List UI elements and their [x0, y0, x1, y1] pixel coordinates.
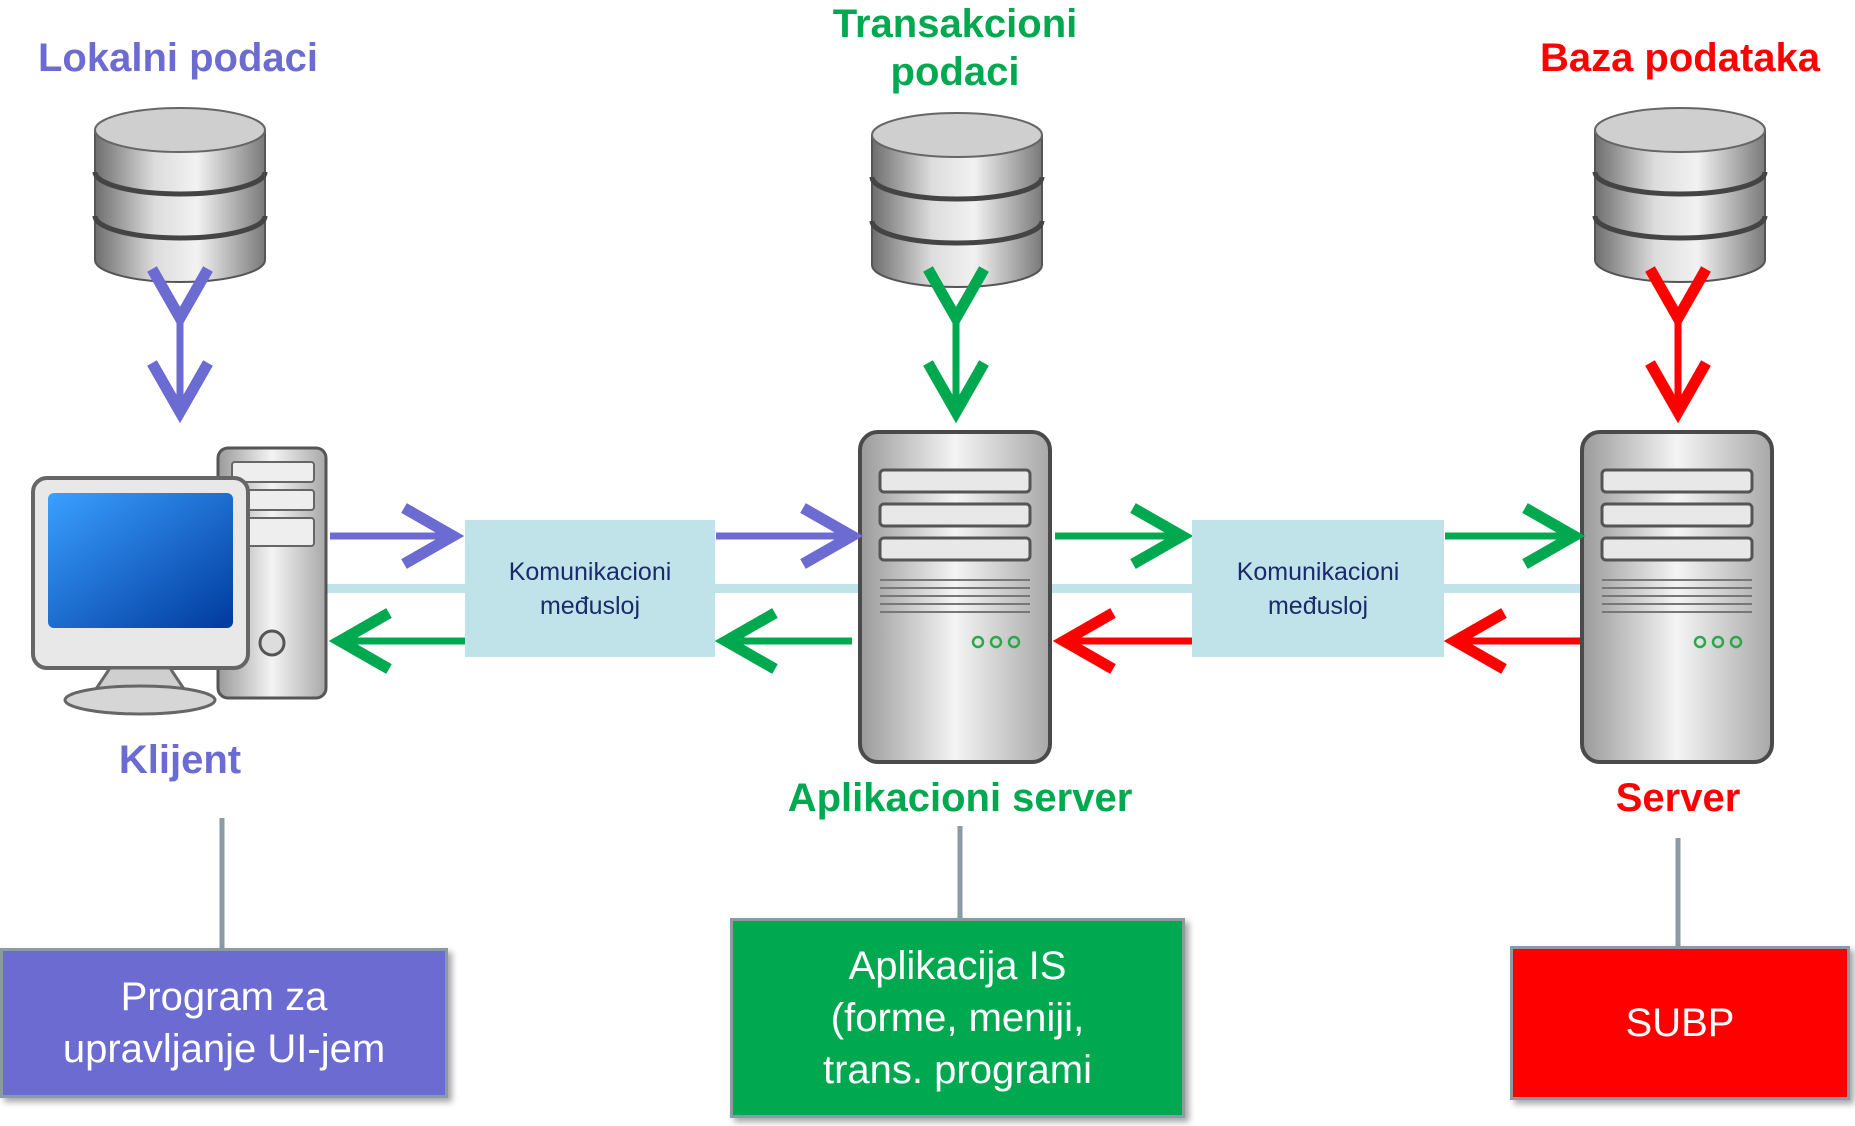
app-server-label: Aplikacioni server — [787, 776, 1133, 820]
application-is-line3: trans. programi — [823, 1048, 1092, 1092]
application-is-line1: Aplikacija IS — [848, 944, 1067, 988]
local-database-icon — [95, 108, 265, 282]
application-is-line2: (forme, meniji, — [830, 996, 1085, 1040]
client-computer-icon — [31, 446, 328, 716]
database-server-icon — [1580, 430, 1774, 764]
middleware-2-line2: međusloj — [1267, 591, 1369, 620]
transaction-database-icon — [872, 113, 1042, 287]
middleware-box-2: Komunikacioni međusloj — [1192, 520, 1444, 657]
local-data-label: Lokalni podaci — [37, 36, 319, 80]
application-is-box: Aplikacija IS (forme, meniji, trans. pro… — [730, 918, 1185, 1118]
application-server-icon — [858, 430, 1052, 764]
client-program-line2: upravljanje UI-jem — [62, 1027, 386, 1071]
middleware-1-line1: Komunikacioni — [508, 557, 672, 586]
database-label: Baza podataka — [1539, 36, 1821, 80]
server-label: Server — [1615, 776, 1741, 820]
middleware-1-line2: međusloj — [539, 591, 641, 620]
client-label: Klijent — [118, 738, 242, 782]
dbms-label: SUBP — [1625, 1001, 1735, 1045]
middleware-box-1: Komunikacioni međusloj — [465, 520, 715, 657]
client-program-box: Program za upravljanje UI-jem — [0, 948, 448, 1098]
middleware-2-line1: Komunikacioni — [1236, 557, 1400, 586]
transaction-data-label-line2: podaci — [890, 50, 1020, 94]
transaction-data-label: Transakcioni podaci — [780, 0, 1130, 96]
client-program-line1: Program za — [120, 975, 328, 1019]
dbms-box: SUBP — [1510, 946, 1850, 1100]
main-database-icon — [1595, 108, 1765, 282]
transaction-data-label-line1: Transakcioni — [832, 2, 1078, 46]
